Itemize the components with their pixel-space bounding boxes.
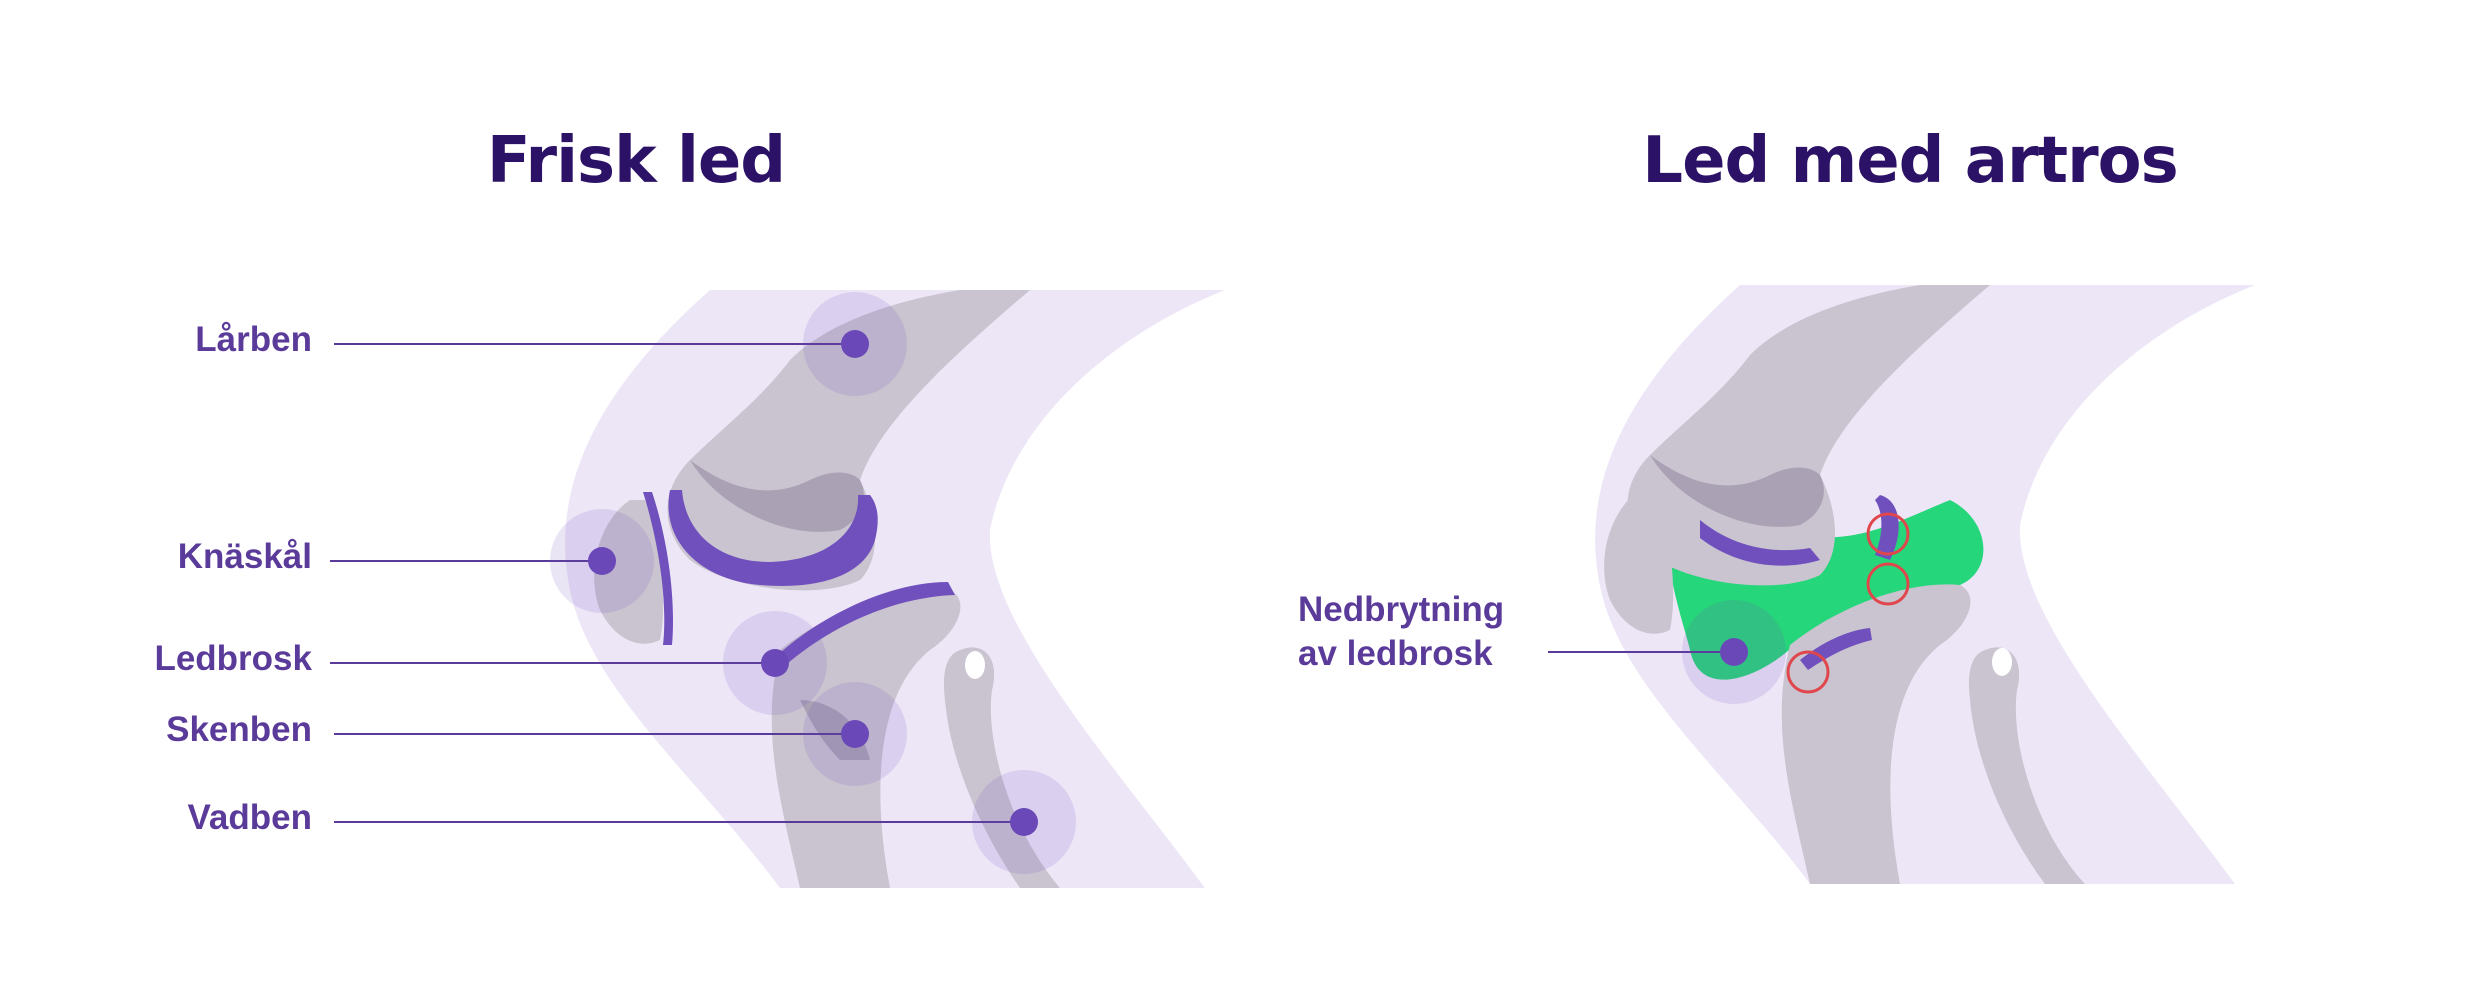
label-fibula: Vadben [187, 798, 312, 837]
fibula-bone-arthritis [1968, 647, 2085, 884]
femur-shadow-arthritis [1650, 455, 1824, 527]
damage-ring-3 [1786, 650, 1830, 694]
tibia-cartilage [772, 582, 955, 670]
label-cartilage-breakdown-line1: Nedbrytning [1298, 590, 1505, 629]
arthritis-joint-title: Led med artros [1642, 124, 2178, 198]
kneecap-bone-arthritis [1604, 490, 1674, 634]
label-cartilage: Ledbrosk [154, 639, 312, 678]
label-kneecap: Knäskål [177, 537, 312, 576]
damage-ring-2 [1866, 562, 1910, 606]
healthy-knee-illustration [565, 290, 1225, 888]
healthy-label-markers [330, 292, 1076, 874]
tibia-bone-arthritis [1781, 584, 1971, 884]
label-femur: Lårben [195, 320, 312, 359]
femur-shadow [690, 460, 864, 532]
worn-cartilage-tibia [1800, 628, 1872, 670]
marker-fibula [1010, 808, 1038, 836]
label-cartilage-breakdown-line2: av ledbrosk [1298, 634, 1493, 673]
worn-cartilage-femur [1700, 520, 1820, 566]
label-cartilage-breakdown: Nedbrytning av ledbrosk [1298, 588, 1504, 676]
marker-kneecap [588, 547, 616, 575]
femur-cartilage [668, 490, 878, 586]
label-tibia: Skenben [166, 710, 312, 749]
marker-cartilage [761, 649, 789, 677]
arthritis-knee-illustration [1595, 285, 2255, 884]
kneecap-cartilage [643, 492, 674, 645]
fibula-head-highlight-arthritis [1992, 648, 2012, 676]
worn-cartilage-patch [1875, 495, 1899, 560]
damage-ring-1 [1866, 512, 1910, 556]
fibula-bone [943, 647, 1060, 888]
marker-femur [841, 330, 869, 358]
marker-cartilage-breakdown [1720, 638, 1748, 666]
marker-tibia [841, 720, 869, 748]
fibula-head-highlight [965, 651, 985, 679]
healthy-joint-title: Frisk led [486, 124, 786, 198]
kneecap-bone [594, 500, 664, 644]
arthritis-label-markers [1548, 600, 1786, 704]
